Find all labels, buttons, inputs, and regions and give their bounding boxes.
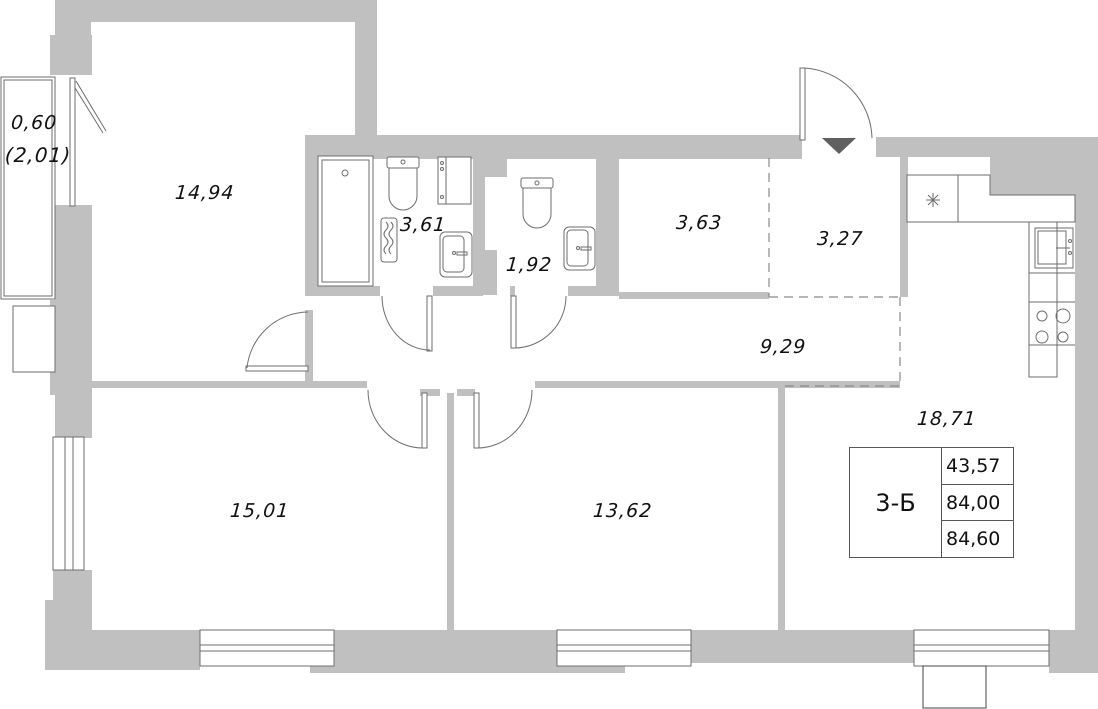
windows — [52, 436, 1050, 709]
total-area-with-balcony-value: 84,60 — [946, 528, 1001, 551]
kitchen-counter — [906, 174, 1076, 378]
room-wc-area: 1,92 — [505, 254, 554, 276]
towel-rail-icon — [380, 217, 398, 263]
washing-machine-icon — [437, 156, 472, 205]
toilet-icon — [386, 156, 420, 211]
room-bedroom-2-area: 15,01 — [229, 500, 291, 522]
doors — [245, 67, 873, 449]
snowflake-icon — [926, 193, 940, 207]
room-bathroom-area: 3,61 — [399, 214, 448, 236]
apartment-type: 3-Б — [850, 448, 942, 557]
room-kitchen-living-area: 18,71 — [916, 408, 978, 430]
washbasin-icon — [563, 226, 596, 271]
room-bedroom-3-area: 13,62 — [592, 500, 654, 522]
sink-icon — [1034, 227, 1074, 269]
total-area-value: 84,00 — [942, 485, 1013, 522]
room-corridor-area: 9,29 — [759, 336, 808, 358]
bathtub-icon — [317, 155, 374, 287]
room-entry-hall-area: 3,27 — [816, 228, 865, 250]
living-area-value: 43,57 — [942, 448, 1013, 485]
entry-arrow-icon — [822, 138, 856, 154]
room-bedroom-1-area: 14,94 — [174, 182, 236, 204]
cooktop-icon — [1035, 308, 1071, 344]
zone-boundaries — [768, 158, 901, 387]
toilet-icon — [520, 177, 554, 229]
washbasin-icon — [439, 231, 473, 278]
room-storage-area: 3,63 — [675, 212, 724, 234]
room-balcony-area-full: (2,01) — [4, 143, 72, 167]
room-balcony-area: 0,60 — [10, 112, 59, 134]
balcony — [0, 76, 107, 373]
apartment-info-box: 3-Б 43,57 84,00 84,60 — [849, 447, 1014, 558]
walls — [45, 0, 1098, 673]
